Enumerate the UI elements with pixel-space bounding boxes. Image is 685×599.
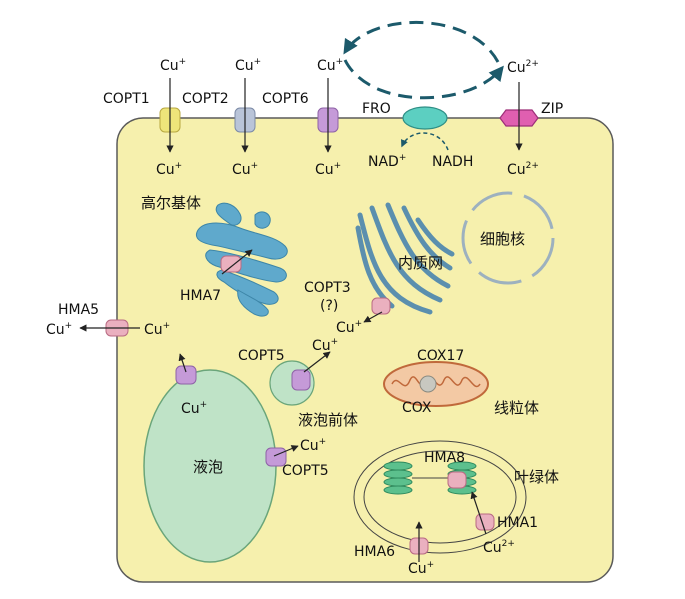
mitochondrion <box>383 361 489 407</box>
mitochondrion-label: 线粒体 <box>494 399 539 417</box>
prevacuole-label: 液泡前体 <box>298 411 358 429</box>
fro-label: FRO <box>362 101 391 117</box>
zip-inner-cu2: Cu2+ <box>507 161 539 178</box>
hma1-cu2: Cu2+ <box>483 539 515 556</box>
vacuole-top-transporter <box>175 353 197 385</box>
copt5-prevacuole-label: COPT5 <box>238 348 285 364</box>
copt3-uncertain: (?) <box>320 298 338 314</box>
zip-transporter <box>499 82 539 151</box>
vacuole-top-cu: Cu+ <box>181 400 207 417</box>
copt6-label: COPT6 <box>262 91 309 107</box>
zip-label: ZIP <box>541 101 563 117</box>
copt3-cu: Cu+ <box>336 319 362 336</box>
copt3-label: COPT3 <box>304 280 351 296</box>
copt2-transporter <box>234 78 256 153</box>
er-label: 内质网 <box>398 254 443 272</box>
zip-outer-cu2: Cu2+ <box>507 59 539 76</box>
golgi-apparatus <box>196 202 288 317</box>
hma5-label: HMA5 <box>58 302 99 318</box>
nadh-to-nad-arrow <box>401 132 449 151</box>
prevacuole-cu: Cu+ <box>312 337 338 354</box>
nucleus-label: 细胞核 <box>480 230 525 248</box>
hma6-cu: Cu+ <box>408 560 434 577</box>
fro-reductase <box>402 106 448 130</box>
nucleus <box>461 191 555 285</box>
copt5-vacuole-label: COPT5 <box>282 463 329 479</box>
copt5-vacuole-cu: Cu+ <box>300 437 326 454</box>
hma1-transporter <box>470 491 495 535</box>
copt5-vacuole-transporter <box>265 445 299 467</box>
hma7-transporter <box>220 249 253 275</box>
copt1-inner-cu: Cu+ <box>156 161 182 178</box>
copt6-outer-cu: Cu+ <box>317 57 343 74</box>
hma7-label: HMA7 <box>180 288 221 304</box>
copt1-outer-cu: Cu+ <box>160 57 186 74</box>
copt5-prevacuole-transporter <box>291 351 331 391</box>
copt2-inner-cu: Cu+ <box>232 161 258 178</box>
hma6-transporter <box>409 521 429 562</box>
cox17-label: COX17 <box>417 348 464 364</box>
copt2-outer-cu: Cu+ <box>235 57 261 74</box>
nadh-label: NADH <box>432 154 473 170</box>
hma8-label: HMA8 <box>424 450 465 466</box>
cu-redox-cycle-arrows <box>343 20 504 100</box>
chloroplast-label: 叶绿体 <box>514 468 559 486</box>
nad-plus-label: NAD+ <box>368 153 406 170</box>
cox-label: COX <box>402 400 432 416</box>
copt1-label: COPT1 <box>103 91 150 107</box>
copt6-transporter <box>317 78 339 153</box>
hma8-transporter <box>447 471 467 489</box>
copt6-inner-cu: Cu+ <box>315 161 341 178</box>
hma1-label: HMA1 <box>497 515 538 531</box>
hma5-transporter <box>79 319 140 337</box>
copt2-label: COPT2 <box>182 91 229 107</box>
copt3-arrow <box>363 311 383 323</box>
copt1-transporter <box>159 78 181 153</box>
copt3-transporter <box>371 297 391 315</box>
vacuole-label: 液泡 <box>193 458 223 476</box>
hma5-inner-cu: Cu+ <box>144 321 170 338</box>
chloroplast <box>353 440 527 554</box>
hma5-outer-cu: Cu+ <box>46 321 72 338</box>
hma6-label: HMA6 <box>354 544 395 560</box>
golgi-label: 高尔基体 <box>141 194 201 212</box>
